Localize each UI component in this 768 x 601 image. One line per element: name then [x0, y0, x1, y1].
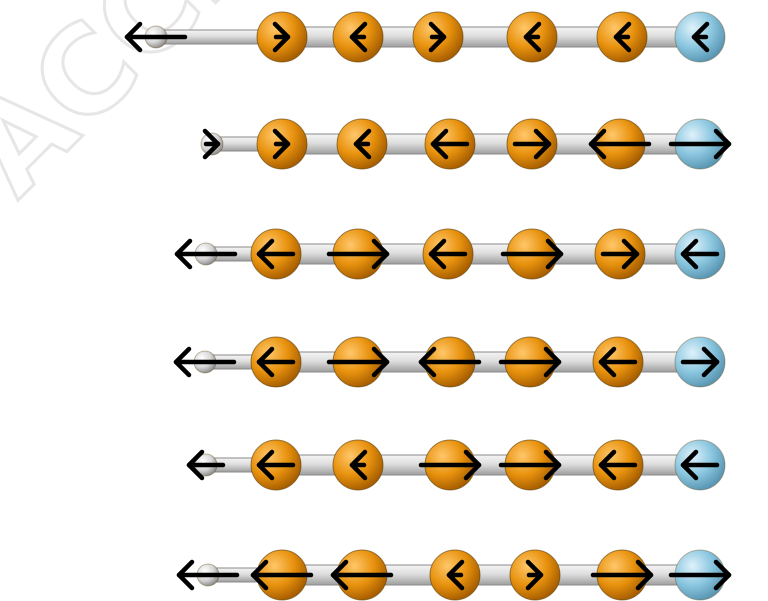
molecule-row-2	[200, 118, 732, 170]
molecule-row-5	[186, 439, 726, 491]
displacement-arrow-left	[353, 128, 372, 160]
displacement-arrow-left	[523, 21, 542, 53]
displacement-arrow-right	[418, 449, 482, 481]
displacement-arrow-left	[680, 449, 720, 481]
displacement-arrow-left	[186, 449, 226, 481]
displacement-arrow-right	[525, 559, 544, 591]
displacement-arrow-left	[256, 238, 296, 270]
displacement-arrow-left	[124, 21, 188, 53]
displacement-arrow-left	[250, 559, 314, 591]
displacement-arrow-right	[600, 238, 640, 270]
displacement-arrow-left	[349, 449, 368, 481]
molecule-row-4	[173, 336, 726, 388]
molecule-row-6	[176, 549, 732, 601]
displacement-arrow-left	[613, 21, 632, 53]
displacement-arrow-left	[349, 21, 368, 53]
displacement-arrow-right	[668, 559, 732, 591]
displacement-arrow-right	[272, 128, 291, 160]
displacement-arrow-left	[691, 21, 710, 53]
displacement-arrow-left	[446, 559, 465, 591]
displacement-arrow-right	[428, 21, 447, 53]
displacement-arrow-right	[590, 559, 654, 591]
displacement-arrow-left	[588, 128, 652, 160]
chains-group	[124, 11, 732, 601]
displacement-arrow-left	[174, 238, 238, 270]
molecule-row-3	[174, 228, 726, 280]
displacement-arrow-left	[173, 346, 237, 378]
displacement-arrow-right	[326, 238, 390, 270]
displacement-arrow-left	[598, 449, 638, 481]
displacement-arrow-right	[202, 128, 221, 160]
displacement-arrow-right	[498, 449, 562, 481]
displacement-arrow-right	[680, 346, 720, 378]
displacement-arrow-right	[500, 238, 564, 270]
displacement-arrow-left	[598, 346, 638, 378]
displacement-arrow-left	[176, 559, 240, 591]
displacement-arrow-left	[418, 346, 482, 378]
displacement-arrow-right	[668, 128, 732, 160]
displacement-arrow-right	[326, 346, 390, 378]
displacement-arrow-right	[272, 21, 291, 53]
displacement-arrow-right	[512, 128, 552, 160]
displacement-arrow-left	[430, 128, 470, 160]
molecule-row-1	[124, 11, 726, 63]
displacement-arrow-left	[256, 346, 296, 378]
displacement-arrow-left	[256, 449, 296, 481]
displacement-arrow-left	[330, 559, 394, 591]
displacement-arrow-right	[498, 346, 562, 378]
displacement-arrow-left	[428, 238, 468, 270]
displacement-arrow-left	[680, 238, 720, 270]
